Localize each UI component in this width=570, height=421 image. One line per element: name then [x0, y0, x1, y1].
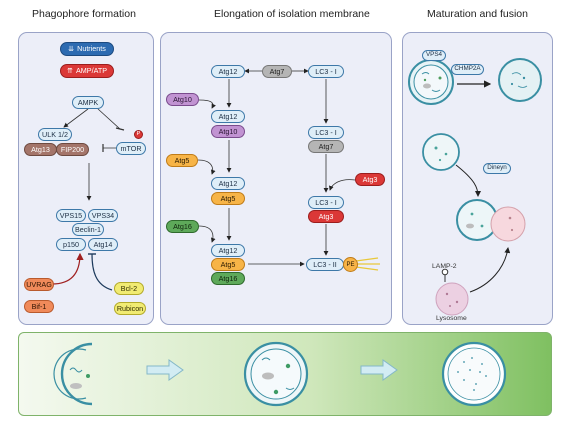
atg3-node: Atg3	[355, 173, 385, 186]
lc3-i-node-b: LC3 - I	[308, 126, 344, 139]
amp-atp-label: AMP/ATP	[76, 66, 108, 76]
panel-elongation	[160, 32, 392, 325]
phospho-marker: P	[134, 130, 143, 139]
heading-maturation-fusion: Maturation and fusion	[427, 8, 528, 20]
rubicon-node: Rubicon	[114, 302, 146, 315]
atg3-node-c: Atg3	[308, 210, 344, 223]
atg14-node: Atg14	[88, 238, 118, 251]
lysosome-label: Lysosome	[436, 315, 467, 322]
atg5-node: Atg5	[166, 154, 198, 167]
atg10-node: Atg10	[166, 93, 199, 106]
heading-elongation: Elongation of isolation membrane	[214, 8, 370, 20]
double-up-arrow-icon: ⇈	[66, 66, 73, 76]
dineyn-label: Dineyn	[483, 163, 511, 174]
mtor-node: mTOR	[116, 142, 146, 155]
vps4-label: VPS4	[422, 50, 446, 61]
panel-phagophore	[18, 32, 154, 325]
atg16-node: Atg16	[166, 220, 199, 233]
chmp2a-label: CHMP2A	[451, 64, 484, 75]
nutrients-badge: ⇊ Nutrients	[60, 42, 114, 56]
pe-node: PE	[343, 257, 358, 272]
nutrients-label: Nutrients	[77, 44, 106, 54]
fip200-node: FIP200	[56, 143, 89, 156]
atg16-node-d: Atg16	[211, 272, 245, 285]
uvrag-node: UVRAG	[24, 278, 54, 291]
lc3-i-node-c: LC3 - I	[308, 196, 344, 209]
vps34-node: VPS34	[88, 209, 118, 222]
atg5-node-c: Atg5	[211, 192, 245, 205]
bif1-node: Bif-1	[24, 300, 54, 313]
beclin1-node: Beclin-1	[72, 223, 104, 236]
lc3-i-node-top: LC3 - I	[308, 65, 344, 78]
heading-phagophore-formation: Phagophore formation	[32, 8, 136, 20]
atg13-node: Atg13	[24, 143, 57, 156]
atg12-node-c: Atg12	[211, 177, 245, 190]
atg7-node-b: Atg7	[308, 140, 344, 153]
atg12-node-b: Atg12	[211, 110, 245, 123]
lc3-ii-node: LC3 - II	[306, 258, 344, 271]
atg12-node-top: Atg12	[211, 65, 245, 78]
atg10-node-b: Atg10	[211, 125, 245, 138]
ampk-node: AMPK	[72, 96, 104, 109]
atg7-node-top: Atg7	[262, 65, 292, 78]
atg5-node-d: Atg5	[211, 258, 245, 271]
double-down-arrow-icon: ⇊	[68, 44, 75, 54]
bcl2-node: Bcl-2	[114, 282, 144, 295]
vps15-node: VPS15	[56, 209, 86, 222]
lamp2-label: LAMP-2	[432, 263, 457, 270]
amp-atp-badge: ⇈ AMP/ATP	[60, 64, 114, 78]
ulk-node: ULK 1/2	[38, 128, 72, 141]
atg12-node-d: Atg12	[211, 244, 245, 257]
p150-node: p150	[56, 238, 86, 251]
